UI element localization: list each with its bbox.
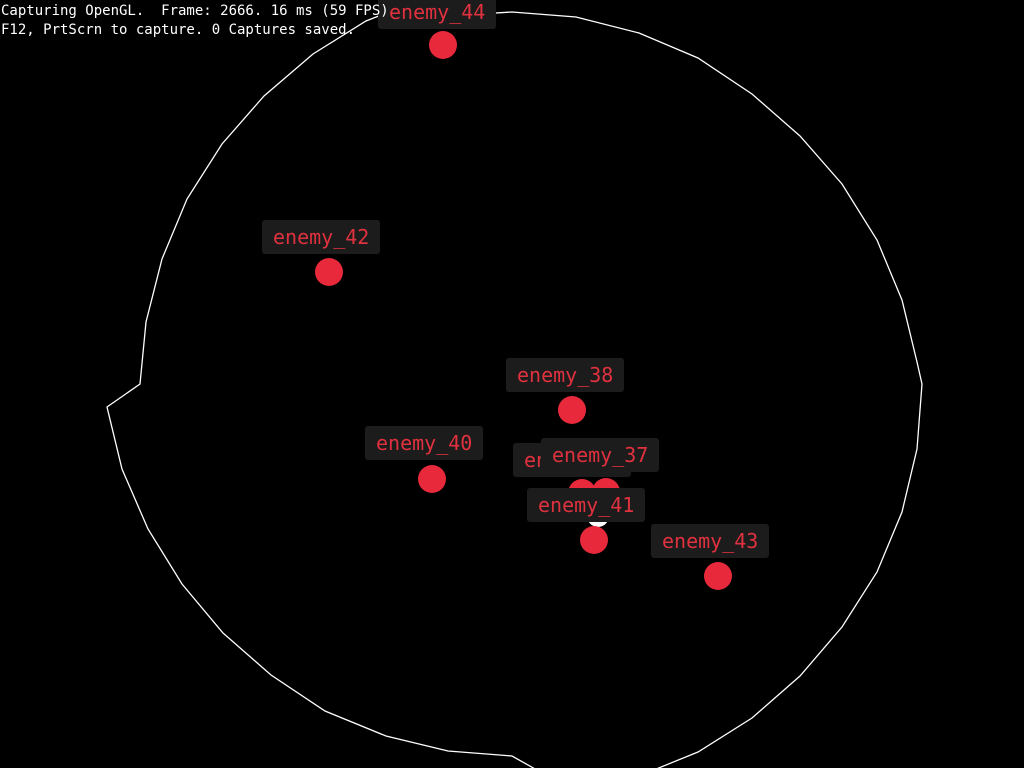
enemy-41[interactable] — [580, 526, 608, 554]
enemy-42[interactable] — [315, 258, 343, 286]
enemy-label-42: enemy_42 — [262, 220, 381, 254]
capture-hint-text: F12, PrtScrn to capture. 0 Captures save… — [1, 22, 356, 38]
enemy-40[interactable] — [418, 465, 446, 493]
enemy-label-41: enemy_41 — [527, 488, 646, 522]
capture-status-text: Capturing OpenGL. Frame: 2666. 16 ms (59… — [1, 3, 389, 19]
enemy-44[interactable] — [429, 31, 457, 59]
enemy-label-38: enemy_38 — [506, 358, 625, 392]
enemy-label-43: enemy_43 — [651, 524, 770, 558]
enemy-label-44: enemy_44 — [378, 0, 497, 29]
enemy-label-40: enemy_40 — [365, 426, 484, 460]
enemy-38[interactable] — [558, 396, 586, 424]
enemy-43[interactable] — [704, 562, 732, 590]
enemy-label-37: enemy_37 — [541, 438, 660, 472]
boundary-circle — [106, 0, 923, 768]
